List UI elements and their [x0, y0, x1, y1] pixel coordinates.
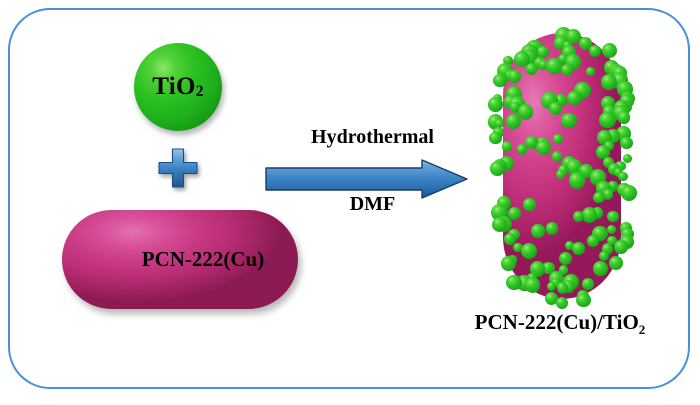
tio2-nanoparticle	[573, 211, 585, 223]
tio2-nanoparticle	[579, 37, 593, 51]
tio2-nanoparticle	[593, 261, 608, 276]
tio2-nanoparticle	[569, 172, 586, 189]
plus-icon	[158, 148, 198, 188]
tio2-nanoparticle	[559, 252, 573, 266]
tio2-nanoparticle	[489, 131, 503, 145]
right-arrow-icon	[264, 158, 469, 200]
tio2-nanoparticle	[502, 141, 513, 152]
tio2-nanoparticle	[591, 207, 603, 219]
arrow-bottom-label: DMF	[349, 193, 396, 215]
tio2-nanoparticle	[506, 274, 523, 291]
tio2-nanoparticle	[545, 291, 559, 306]
tio2-nanoparticle	[551, 151, 563, 162]
tio2-nanoparticle	[546, 58, 563, 75]
tio2-nanoparticle	[548, 101, 563, 116]
tio2-nanoparticle	[512, 242, 523, 253]
tio2-nanoparticle	[560, 64, 573, 77]
tio2-nanoparticle	[581, 207, 598, 223]
tio2-nanoparticle	[553, 134, 564, 145]
tio2-nanoparticle	[618, 172, 628, 182]
tio2-nanoparticle	[556, 297, 569, 310]
tio2-nanoparticle	[565, 158, 582, 175]
tio2-nanoparticle	[587, 235, 599, 247]
tio2-nanoparticle	[593, 191, 606, 204]
tio2-nanoparticle	[536, 45, 549, 58]
tio2-nanoparticle	[538, 60, 549, 70]
tio2-nanoparticle	[602, 189, 614, 200]
tio2-nanoparticle	[613, 168, 623, 178]
tio2-nanoparticle	[585, 66, 596, 77]
tio2-nanoparticle	[531, 224, 546, 239]
tio2-nanoparticle	[617, 110, 631, 124]
tio2-nanoparticle	[525, 63, 537, 75]
tio2-nanoparticle	[501, 256, 516, 271]
tio2-nanoparticle	[546, 281, 557, 292]
tio2-nanoparticle	[603, 156, 615, 168]
arrow-top-label: Hydrothermal	[311, 126, 434, 148]
tio2-nanoparticle	[595, 144, 611, 160]
tio2-nanoparticle	[494, 119, 504, 129]
tio2-nanoparticle	[576, 292, 591, 308]
product-label: PCN-222(Cu)/TiO2	[474, 310, 646, 337]
tio2-nanoparticle	[598, 251, 609, 262]
tio2-nanoparticle	[520, 243, 537, 260]
tio2-nanoparticle	[545, 222, 558, 235]
tio2-nanoparticle	[493, 73, 508, 88]
tio2-nanoparticle	[565, 240, 575, 250]
tio2-nanoparticle	[488, 97, 503, 112]
tio2-nanoparticle	[598, 111, 616, 129]
tio2-nanoparticle	[508, 206, 521, 220]
tio2-nanoparticle	[561, 112, 577, 129]
tio2-nanoparticle	[589, 44, 602, 58]
tio2-nanoparticle	[556, 282, 569, 295]
tio2-nanoparticle	[609, 255, 624, 271]
tio2-nanoparticle	[558, 265, 569, 275]
tio2-nanoparticle	[504, 233, 517, 246]
tio2-nanoparticle	[613, 239, 629, 255]
tio2-nanoparticle	[565, 29, 581, 45]
tio2-nanoparticle	[503, 55, 513, 66]
tio2-nanoparticle	[508, 69, 521, 83]
tio2-nanoparticle	[505, 114, 521, 130]
tio2-nanoparticle	[615, 161, 626, 172]
tio2-nanoparticle	[492, 216, 508, 233]
tio2-nanoparticle	[556, 170, 566, 180]
tio2-nanoparticle	[523, 198, 537, 212]
tio2-nanoparticle	[571, 242, 586, 256]
tio2-nanoparticle	[510, 102, 520, 112]
tio2-nanoparticle	[524, 276, 541, 293]
tio2-nanoparticle	[551, 278, 561, 288]
tio2-nanoparticle	[603, 140, 614, 151]
tio2-nanoparticle	[606, 210, 619, 223]
tio2-nanoparticle	[566, 90, 582, 106]
pcn-222-cu-capsule: PCN-222(Cu)	[62, 210, 298, 309]
pcn-222-cu-label: PCN-222(Cu)	[141, 247, 265, 271]
tio2-nanoparticle	[517, 104, 534, 120]
tio2-nanoparticle	[524, 135, 539, 150]
tio2-nanoparticle	[581, 277, 594, 290]
tio2-nanoparticle	[529, 261, 545, 277]
tio2-nanoparticle	[607, 235, 617, 246]
tio2-nanoparticle	[601, 243, 614, 255]
tio2-nanoparticle	[601, 42, 618, 59]
tio2-nanoparticle	[536, 139, 552, 155]
tio2-nanoparticle	[607, 224, 617, 234]
tio2-nanoparticle	[517, 144, 528, 155]
tio2-nanoparticle	[608, 180, 618, 191]
tio2-nanoparticle	[620, 184, 638, 202]
tio2-nanoparticle	[490, 161, 506, 177]
tio2-nanoparticle	[514, 50, 531, 67]
tio2-nanoparticle	[557, 53, 568, 64]
tio2-nanoparticle	[601, 74, 618, 90]
tio2-nanoparticle	[622, 154, 633, 164]
product-composite	[487, 22, 638, 310]
tio2-nanoparticle	[620, 136, 633, 150]
